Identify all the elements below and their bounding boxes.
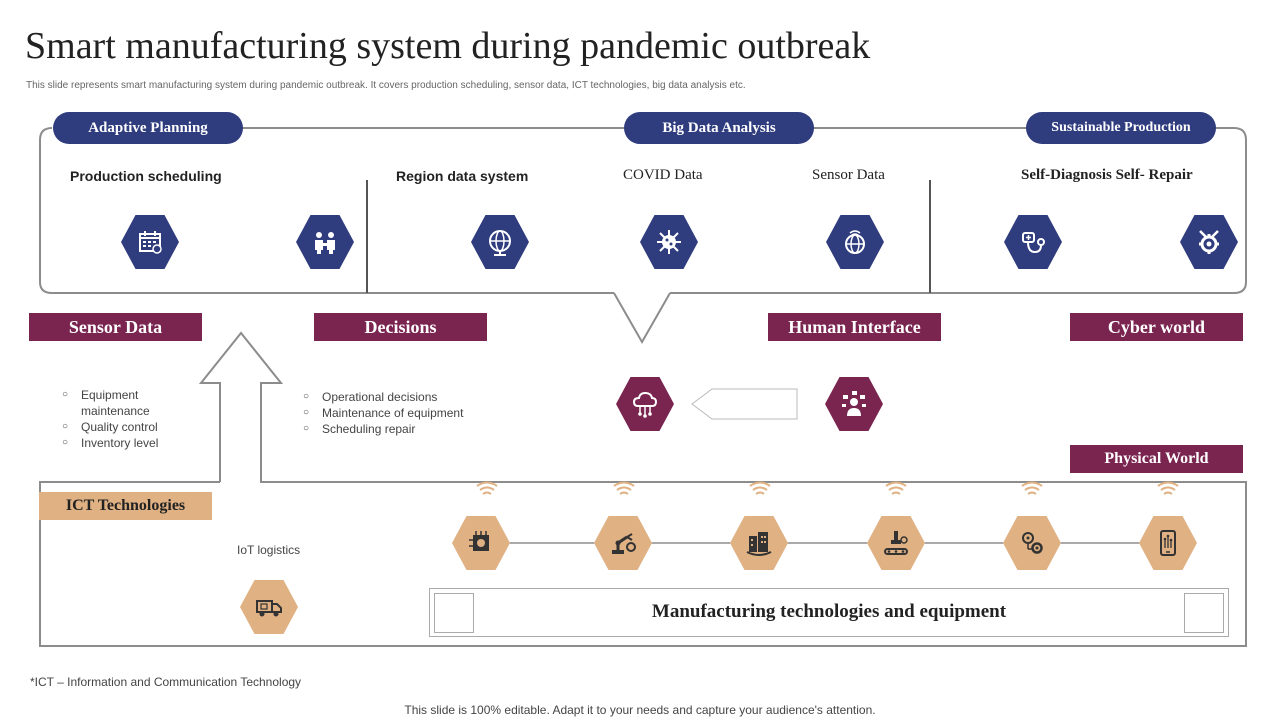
sensor-data-band: Sensor Data [29, 313, 202, 341]
list-item: Equipment maintenance [62, 387, 192, 419]
decisions-band: Decisions [314, 313, 487, 341]
cyber-world-band: Cyber world [1070, 313, 1243, 341]
ict-footnote: *ICT – Information and Communication Tec… [30, 675, 302, 689]
human-interface-band: Human Interface [768, 313, 941, 341]
smart-building-icon [730, 516, 788, 570]
list-item: Quality control [62, 419, 192, 435]
list-item: Operational decisions [303, 389, 523, 405]
cloud-network-icon [616, 377, 674, 431]
page-title: Smart manufacturing system during pandem… [25, 25, 871, 67]
self-diagnosis-label: Self-Diagnosis Self- Repair [1021, 167, 1193, 183]
production-scheduling-label: Production scheduling [70, 168, 222, 184]
conveyor-icon [867, 516, 925, 570]
robot-arm-icon [594, 516, 652, 570]
sustainable-production-pill: Sustainable Production [1026, 112, 1216, 144]
user-network-icon [825, 377, 883, 431]
covid-data-label: COVID Data [623, 167, 703, 183]
region-data-label: Region data system [396, 168, 529, 184]
page-subtitle: This slide represents smart manufacturin… [26, 80, 746, 91]
calendar-icon [121, 215, 179, 269]
ict-technologies-band: ICT Technologies [39, 492, 212, 520]
big-data-analysis-pill: Big Data Analysis [624, 112, 814, 144]
sensor-data-label: Sensor Data [812, 167, 885, 183]
physical-world-band: Physical World [1070, 445, 1243, 473]
list-item: Scheduling repair [303, 421, 523, 437]
adaptive-planning-pill: Adaptive Planning [53, 112, 243, 144]
placeholder-square-left [434, 593, 474, 633]
iot-logistics-label: IoT logistics [237, 543, 301, 557]
slide-footer: This slide is 100% editable. Adapt it to… [404, 703, 876, 717]
manufacturing-technologies-box: Manufacturing technologies and equipment [429, 588, 1229, 637]
manufacturing-technologies-label: Manufacturing technologies and equipment [651, 601, 1007, 622]
list-item: Inventory level [62, 435, 192, 451]
virus-icon [640, 215, 698, 269]
decisions-list: Operational decisions Maintenance of equ… [303, 389, 523, 437]
placeholder-square-right [1184, 593, 1224, 633]
sensor-data-list: Equipment maintenance Quality control In… [62, 387, 192, 451]
network-globe-icon [826, 215, 884, 269]
list-item: Maintenance of equipment [303, 405, 523, 421]
